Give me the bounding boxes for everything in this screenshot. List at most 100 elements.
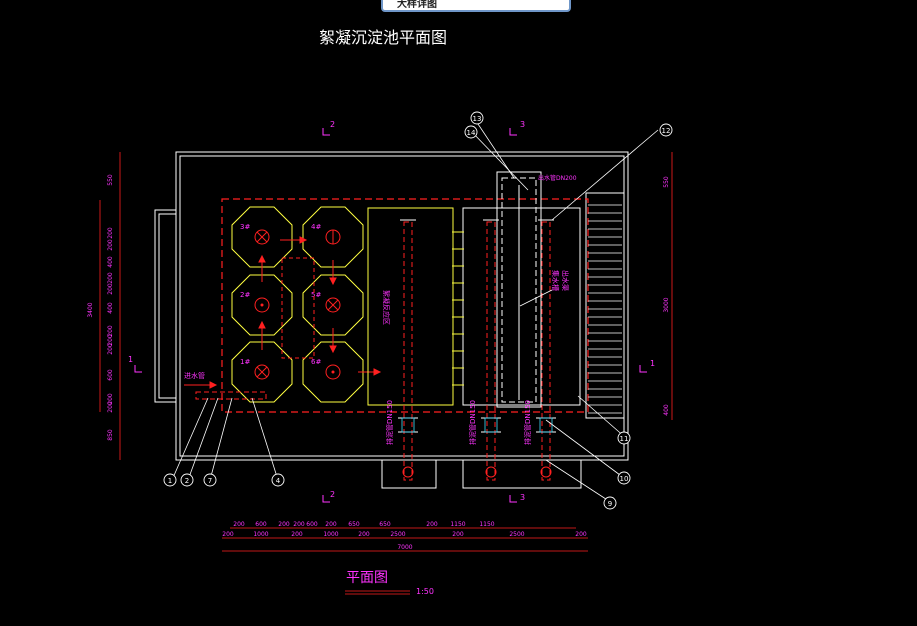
cyan-outline (401, 417, 553, 433)
dim-row2-5: 2500 (390, 531, 405, 538)
dim-left-12: 200 (107, 227, 114, 239)
tank-label-6: 6# (311, 358, 321, 366)
dim-left-13: 550 (107, 174, 114, 186)
dim-left-4: 200 (107, 343, 114, 355)
dim-row1-4: 600 (306, 521, 318, 528)
tank-4: 4# (302, 206, 364, 268)
tank-6: 6# (302, 341, 364, 403)
callout-14: 14 (464, 125, 478, 139)
section-mark-3b: 3 (520, 493, 525, 502)
svg-text:10: 10 (620, 475, 629, 483)
callout-2: 2 (180, 473, 194, 487)
callout-9: 9 (603, 496, 617, 510)
tank-3: 3# (231, 206, 293, 268)
dim-row1-8: 200 (426, 521, 438, 528)
dim-row1-5: 200 (325, 521, 337, 528)
dim-left-7: 400 (107, 302, 114, 314)
tank-5: 5# (302, 274, 364, 336)
tank-label-5: 5# (311, 291, 321, 299)
dim-row2-6: 200 (452, 531, 464, 538)
pipe-label-3: 排泥管DN150 (523, 400, 532, 445)
dim-row1-9: 1150 (450, 521, 465, 528)
dim-row1-7: 650 (379, 521, 391, 528)
tank-1: 1# (231, 341, 293, 403)
dim-left-1: 200 (107, 401, 114, 413)
dim-left-total: 3400 (87, 302, 94, 317)
tank-2: 2# (231, 274, 293, 336)
section-mark-3a: 3 (520, 120, 525, 129)
section-mark-2a: 2 (330, 120, 335, 129)
svg-text:12: 12 (662, 127, 671, 135)
callout-4: 4 (271, 473, 285, 487)
inlet-pipe (195, 391, 267, 400)
callout-7: 7 (203, 473, 217, 487)
dim-row2-8: 200 (575, 531, 587, 538)
dim-row2-4: 200 (358, 531, 370, 538)
settler-ticks (452, 231, 464, 386)
outlet-channel (496, 171, 542, 408)
dim-row1-3: 200 (293, 521, 305, 528)
sludge-pipes (402, 221, 552, 481)
svg-text:2: 2 (185, 477, 189, 485)
callout-10: 10 (617, 471, 631, 485)
svg-text:4: 4 (276, 477, 281, 485)
settler-zone-2 (462, 207, 581, 406)
flow-arrows (184, 236, 382, 389)
dim-row2-3: 1000 (323, 531, 338, 538)
pipe-valves (398, 219, 556, 433)
svg-text:14: 14 (467, 129, 476, 137)
dim-row1-10: 1150 (479, 521, 494, 528)
dim-left-2: 200 (107, 393, 114, 405)
drawing-title: 絮凝沉淀池平面图 (319, 28, 447, 47)
svg-text:13: 13 (473, 115, 482, 123)
section-mark-2b: 2 (330, 490, 335, 499)
dim-right-2: 400 (663, 404, 670, 416)
pipe-label-2: 排泥管DN150 (468, 400, 477, 445)
flocculation-tanks: 1# 2# 3# 4# 5# 6# (231, 206, 364, 403)
dim-left-0: 850 (107, 429, 114, 441)
dim-row2-0: 200 (222, 531, 234, 538)
callout-leaders (171, 117, 659, 504)
dim-row2-1: 1000 (253, 531, 268, 538)
svg-text:1: 1 (168, 477, 172, 485)
drawing-tab[interactable]: 大样详图 (381, 0, 571, 12)
tank-label-2: 2# (240, 291, 250, 299)
dim-right-0: 550 (663, 176, 670, 188)
overflow-label: 集水槽 (551, 270, 560, 291)
dim-left-6: 200 (107, 325, 114, 337)
plan-title: 平面图 (346, 570, 388, 586)
tube-settler-zone (367, 207, 454, 406)
section-mark-1b: 1 (650, 359, 655, 368)
outer-walls (154, 151, 629, 489)
dim-left-5: 200 (107, 334, 114, 346)
dim-left-3: 600 (107, 369, 114, 381)
dim-left-9: 200 (107, 272, 114, 284)
plan-scale: 1:50 (416, 587, 434, 596)
dim-left-8: 200 (107, 283, 114, 295)
svg-text:11: 11 (620, 435, 629, 443)
pipe-label-1: 排泥管DN150 (385, 400, 394, 445)
dim-row2-2: 200 (291, 531, 303, 538)
inlet-label: 进水管 (184, 371, 205, 380)
drawing-tab-label: 大样详图 (397, 0, 437, 10)
svg-text:9: 9 (608, 500, 612, 508)
dim-row1-0: 200 (233, 521, 245, 528)
dim-row1-2: 200 (278, 521, 290, 528)
tank-label-4: 4# (311, 223, 321, 231)
tank-label-1: 1# (240, 358, 250, 366)
section-markers (134, 128, 647, 503)
callout-13: 13 (470, 111, 484, 125)
dim-row2-7: 2500 (509, 531, 524, 538)
tank-label-3: 3# (240, 223, 250, 231)
outlet-label: 出水管DN200 (538, 174, 577, 182)
settler-label: 絮凝反应区 (382, 290, 391, 325)
callout-1: 1 (163, 473, 177, 487)
callout-11: 11 (617, 431, 631, 445)
callout-12: 12 (659, 123, 673, 137)
dim-row1-6: 650 (348, 521, 360, 528)
dim-left-11: 200 (107, 239, 114, 251)
dim-total-width: 7000 (397, 544, 412, 551)
section-mark-1a: 1 (128, 355, 133, 364)
reaction-zone-boundary (221, 198, 589, 413)
